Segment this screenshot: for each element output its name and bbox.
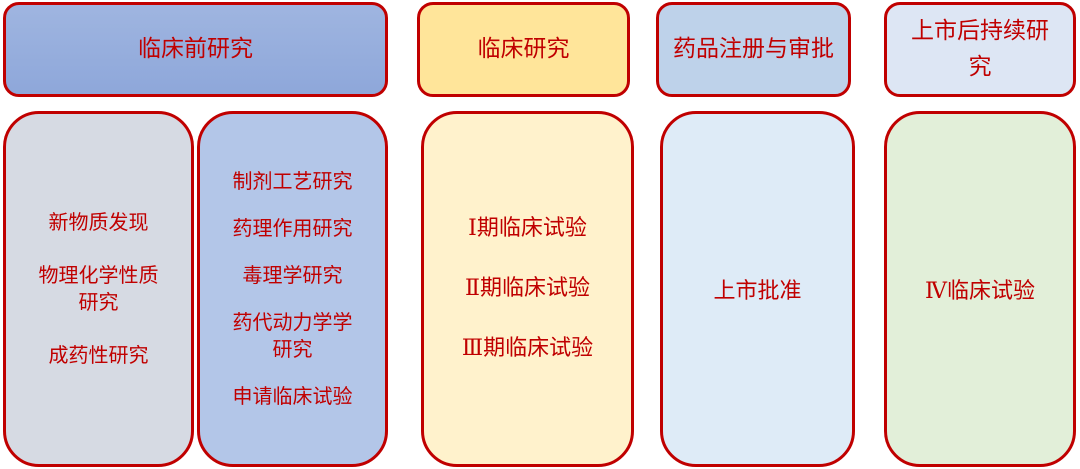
preclinical-step: 新物质发现 bbox=[48, 210, 149, 234]
preclinical-discovery-box: 新物质发现 物理化学性质研究 成药性研究 bbox=[3, 111, 194, 467]
drug-registration-header-label: 药品注册与审批 bbox=[673, 35, 834, 62]
preclinical-development-box: 制剂工艺研究 药理作用研究 毒理学研究 药代动力学学研究 申请临床试验 bbox=[197, 111, 388, 467]
phase-iv-trial-box: Ⅳ临床试验 bbox=[884, 111, 1076, 467]
preclinical-step: 物理化学性质研究 bbox=[38, 263, 159, 314]
clinical-trial-phase: Ⅲ期临床试验 bbox=[461, 335, 594, 361]
preclinical-step: 成药性研究 bbox=[48, 343, 149, 367]
marketing-approval-label: 上市批准 bbox=[713, 279, 802, 304]
preclinical-step: 药理作用研究 bbox=[232, 216, 353, 240]
clinical-trial-phase: Ⅰ期临床试验 bbox=[468, 216, 587, 242]
preclinical-research-header-label: 临床前研究 bbox=[138, 35, 253, 62]
clinical-research-header: 临床研究 bbox=[417, 2, 630, 97]
post-market-research-header: 上市后持续研究 bbox=[884, 2, 1076, 97]
preclinical-research-header: 临床前研究 bbox=[3, 2, 388, 97]
drug-registration-header: 药品注册与审批 bbox=[656, 2, 851, 97]
clinical-trials-box: Ⅰ期临床试验 Ⅱ期临床试验 Ⅲ期临床试验 bbox=[421, 111, 634, 467]
clinical-trial-phase: Ⅱ期临床试验 bbox=[465, 276, 590, 302]
preclinical-step: 药代动力学学研究 bbox=[232, 310, 353, 361]
preclinical-step: 制剂工艺研究 bbox=[232, 169, 353, 193]
preclinical-step: 毒理学研究 bbox=[242, 263, 343, 287]
post-market-research-header-label: 上市后持续研究 bbox=[911, 17, 1049, 80]
clinical-research-header-label: 临床研究 bbox=[477, 35, 570, 62]
preclinical-step: 申请临床试验 bbox=[232, 384, 353, 408]
marketing-approval-box: 上市批准 bbox=[660, 111, 855, 467]
phase-iv-trial-label: Ⅳ临床试验 bbox=[925, 279, 1035, 304]
